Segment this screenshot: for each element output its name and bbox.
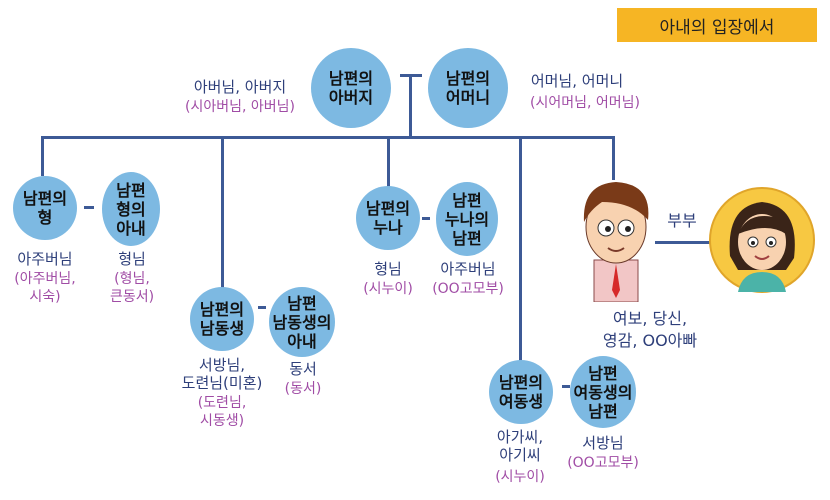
couple-line — [655, 241, 713, 244]
node-mother: 남편의 어머니 — [428, 48, 508, 128]
younger-sister-sub: (시누이) — [495, 469, 545, 485]
node-younger-sister: 남편의 여동생 — [489, 360, 553, 424]
mother-term: 어머님, 어머니 — [530, 72, 624, 90]
younger-sister-husband-term: 서방님 — [582, 434, 624, 452]
title-badge: 아내의 입장에서 — [617, 8, 817, 42]
link-dash — [422, 217, 430, 220]
branch-younger-brother — [221, 136, 224, 288]
node-younger-brother: 남편의 남동생 — [190, 287, 254, 351]
branch-older-sister — [387, 136, 390, 188]
younger-brother-sub: (도련님, 시동생) — [197, 395, 247, 429]
sibling-bar — [41, 136, 615, 139]
older-brother-sub: (아주버님, 시숙) — [14, 271, 76, 305]
node-older-brother-wife: 남편 형의 아내 — [102, 172, 160, 246]
older-sister-husband-sub: (OO고모부) — [432, 281, 504, 297]
branch-younger-sister — [519, 136, 522, 362]
mother-sub: (시어머님, 어머님) — [530, 95, 640, 111]
couple-label: 부부 — [667, 211, 697, 230]
father-term: 아버님, 아버지 — [193, 78, 287, 96]
link-dash — [84, 206, 94, 209]
node-older-brother: 남편의 형 — [13, 176, 77, 240]
node-older-sister-husband: 남편 누나의 남편 — [436, 182, 498, 256]
branch-older-brother — [41, 136, 44, 176]
node-younger-brother-wife: 남편 남동생의 아내 — [269, 287, 335, 357]
older-brother-wife-sub: (형님, 큰동서) — [109, 271, 155, 305]
older-brother-term: 아주버님 — [17, 250, 73, 268]
father-sub: (시아버님, 아버님) — [185, 99, 295, 115]
trunk-line — [409, 74, 412, 138]
link-dash — [258, 306, 266, 309]
husband-terms: 여보, 당신, 영감, OO아빠 — [602, 309, 698, 350]
wife-illustration — [709, 187, 815, 293]
node-younger-sister-husband: 남편 여동생의 남편 — [570, 356, 636, 428]
younger-sister-husband-sub: (OO고모부) — [567, 455, 639, 471]
link-dash — [562, 385, 570, 388]
husband-illustration — [583, 182, 649, 302]
branch-husband — [612, 136, 615, 180]
node-older-sister: 남편의 누나 — [356, 186, 420, 250]
older-sister-term: 형님 — [374, 260, 402, 278]
older-sister-husband-term: 아주버님 — [440, 260, 496, 278]
older-brother-wife-term: 형님 — [118, 250, 146, 268]
node-father: 남편의 아버지 — [311, 48, 391, 128]
younger-brother-wife-term: 동서 — [289, 360, 317, 378]
older-sister-sub: (시누이) — [363, 281, 413, 297]
younger-brother-term: 서방님, 도련님(미혼) — [181, 356, 263, 392]
younger-brother-wife-sub: (동서) — [284, 381, 322, 397]
younger-sister-term: 아가씨, 아기씨 — [496, 428, 544, 464]
